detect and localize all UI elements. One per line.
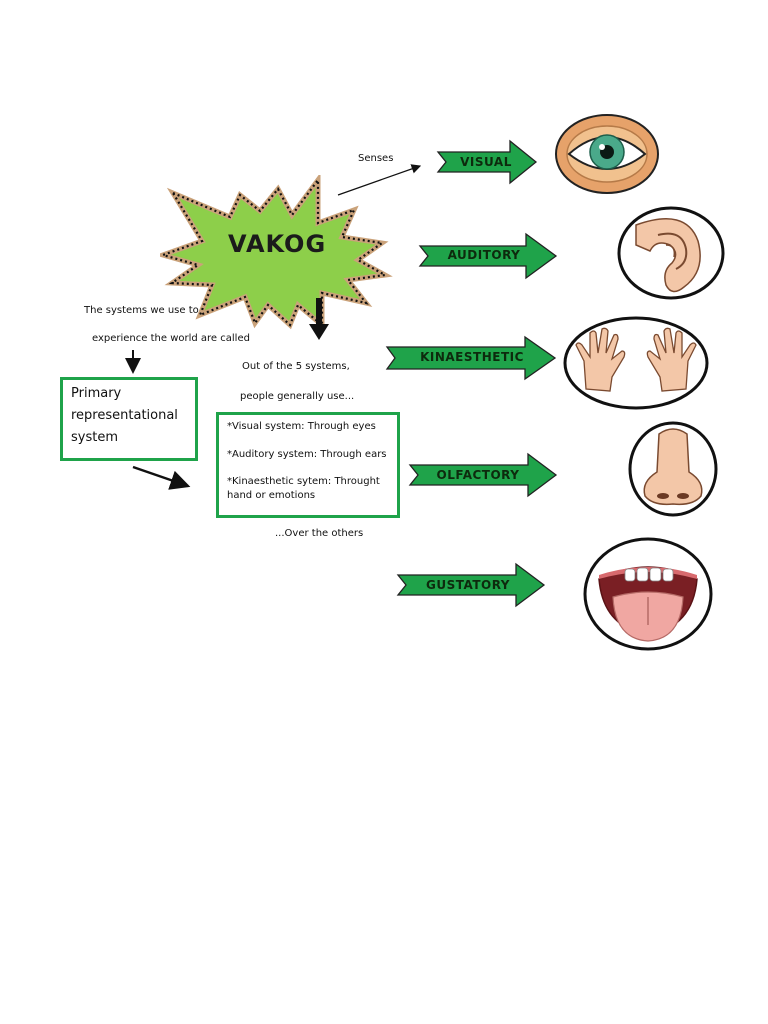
diagonal-arrow (132, 465, 191, 490)
primary-system-box (60, 377, 198, 461)
vakog-burst (160, 175, 393, 331)
systems-item-visual: *Visual system: Through eyes (227, 421, 376, 432)
sense-arrow-olfactory (408, 452, 558, 498)
sense-label-kinaesthetic: KINAESTHETIC (420, 350, 524, 364)
burst-down-arrow (309, 298, 329, 340)
systems-list: *Visual system: Through eyes *Auditory s… (227, 420, 387, 503)
sense-arrow-visual (436, 139, 538, 185)
footer-caption: ...Over the others (275, 528, 364, 539)
senses-label: Senses (358, 153, 394, 164)
systems-box (216, 412, 400, 518)
sense-arrow-auditory (418, 232, 558, 280)
sense-arrow-kinaesthetic (385, 335, 557, 381)
senses-arrow (337, 164, 422, 196)
sense-label-olfactory: OLFACTORY (436, 468, 520, 482)
hands-icon (563, 316, 709, 410)
primary-line2: representational (71, 408, 178, 423)
primary-system-text: Primary representational system (71, 383, 178, 449)
middle-caption-line1: Out of the 5 systems, (242, 361, 350, 372)
middle-caption-line2: people generally use... (240, 391, 355, 402)
systems-item-auditory: *Auditory system: Through ears (227, 449, 387, 460)
left-caption-line1: The systems we use to (84, 305, 199, 316)
burst-dotted-edge (160, 176, 389, 328)
sense-label-visual: VISUAL (460, 155, 512, 169)
nose-icon (628, 421, 718, 517)
sense-label-gustatory: GUSTATORY (425, 578, 510, 592)
left-caption-line2: experience the world are called (92, 333, 250, 344)
primary-line3: system (71, 430, 118, 445)
ear-icon (617, 206, 725, 300)
systems-item-kinaesthetic: *Kinaesthetic sytem: Throught (227, 476, 380, 487)
mouth-icon (583, 537, 713, 651)
primary-line1: Primary (71, 386, 122, 401)
sense-label-auditory: AUDITORY (447, 248, 521, 262)
vakog-title: VAKOG (228, 230, 327, 258)
eye-icon (555, 114, 659, 194)
sense-arrow-gustatory (396, 562, 546, 608)
systems-item-kinaesthetic-cont: hand or emotions (227, 490, 316, 501)
